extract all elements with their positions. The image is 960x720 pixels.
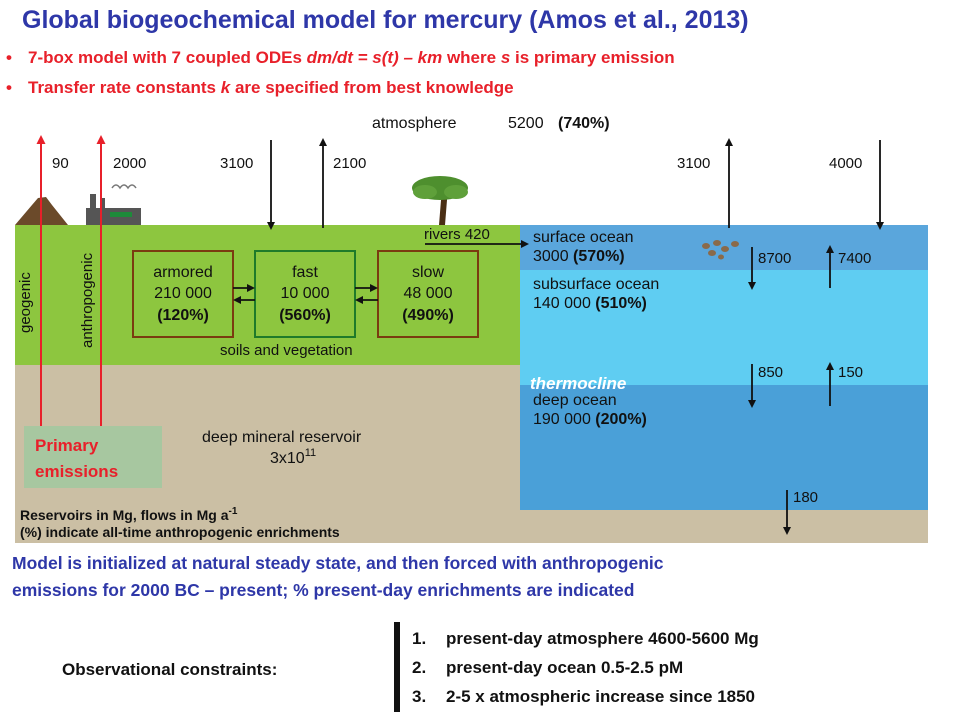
legend-units: Reservoirs in Mg, flows in Mg a-1 xyxy=(20,506,238,523)
atmosphere-value: 5200 xyxy=(508,115,544,132)
geogenic-label: geogenic xyxy=(17,272,34,333)
thermocline-label: thermocline xyxy=(530,374,626,393)
mercury-cycle-diagram: atmosphere 5200 (740%) 90 2000 geogenic … xyxy=(15,115,928,543)
primary-emissions-line2: emissions xyxy=(35,462,118,481)
constraint-item: 1.present-day atmosphere 4600-5600 Mg xyxy=(412,629,759,648)
particles-icon xyxy=(702,240,739,260)
bullet-icon: • xyxy=(6,78,12,97)
note-line-1: Model is initialized at natural steady s… xyxy=(12,553,664,573)
fast-name: fast xyxy=(292,264,318,281)
armored-box xyxy=(132,250,234,338)
flux-geogenic: 90 xyxy=(52,155,69,172)
armored-pct: (120%) xyxy=(157,307,209,324)
atmosphere-pct: (740%) xyxy=(558,115,610,132)
primary-emissions-box xyxy=(24,426,162,488)
bullet-rates: •Transfer rate constants k are specified… xyxy=(6,78,514,97)
slow-name: slow xyxy=(412,264,444,281)
factory-icon xyxy=(86,184,141,225)
subsurface-ocean-name: subsurface ocean xyxy=(533,276,659,293)
deep-ocean-name: deep ocean xyxy=(533,392,617,409)
flux-land-deposition: 3100 xyxy=(220,155,253,172)
model-note: Model is initialized at natural steady s… xyxy=(12,550,942,604)
bullet-icon: • xyxy=(6,48,12,67)
surface-ocean-name: surface ocean xyxy=(533,229,634,246)
flux-ocean-emission: 3100 xyxy=(677,155,710,172)
flux-deep-to-sub: 150 xyxy=(838,364,863,381)
slow-value: 48 000 xyxy=(404,285,453,302)
mineral-value: 3x1011 xyxy=(270,447,316,467)
tree-icon xyxy=(412,176,468,225)
flux-rivers: rivers 420 xyxy=(424,226,490,243)
constraint-item: 2.present-day ocean 0.5-2.5 pM xyxy=(412,658,684,677)
flux-sub-to-surface: 7400 xyxy=(838,250,871,267)
fast-pct: (560%) xyxy=(279,307,331,324)
armored-name: armored xyxy=(153,264,213,281)
fast-box xyxy=(254,250,356,338)
note-line-2: emissions for 2000 BC – present; % prese… xyxy=(12,580,635,600)
constraint-item: 3.2-5 x atmospheric increase since 1850 xyxy=(412,687,756,706)
atmosphere-label: atmosphere xyxy=(372,115,457,132)
anthropogenic-label: anthropogenic xyxy=(79,252,96,348)
constraints-list: 1.present-day atmosphere 4600-5600 Mg 2.… xyxy=(412,624,759,711)
mineral-name: deep mineral reservoir xyxy=(202,429,362,446)
ocean-sediment-region xyxy=(520,510,928,543)
flux-ocean-deposition: 4000 xyxy=(829,155,862,172)
deep-ocean-value: 190 000 (200%) xyxy=(533,411,647,428)
land-region xyxy=(15,225,520,365)
subsurface-ocean-value: 140 000 (510%) xyxy=(533,295,647,312)
bullet-model: •7-box model with 7 coupled ODEs dm/dt =… xyxy=(6,48,675,67)
fast-value: 10 000 xyxy=(281,285,330,302)
constraints-divider xyxy=(394,622,400,712)
flux-burial: 180 xyxy=(793,489,818,506)
flux-sub-to-deep: 850 xyxy=(758,364,783,381)
slow-box xyxy=(377,250,479,338)
constraints-label: Observational constraints: xyxy=(62,660,278,679)
armored-value: 210 000 xyxy=(154,285,212,302)
deep-ocean-region xyxy=(520,385,928,510)
subsurface-ocean-region xyxy=(520,270,928,385)
flux-anthropogenic: 2000 xyxy=(113,155,146,172)
flux-land-emission: 2100 xyxy=(333,155,366,172)
soils-label: soils and vegetation xyxy=(220,342,353,359)
primary-emissions-line1: Primary xyxy=(35,436,99,455)
slow-pct: (490%) xyxy=(402,307,454,324)
flux-surface-to-sub: 8700 xyxy=(758,250,791,267)
legend-enrichment: (%) indicate all-time anthropogenic enri… xyxy=(20,524,340,540)
surface-ocean-value: 3000 (570%) xyxy=(533,248,625,265)
page-title: Global biogeochemical model for mercury … xyxy=(22,6,749,34)
